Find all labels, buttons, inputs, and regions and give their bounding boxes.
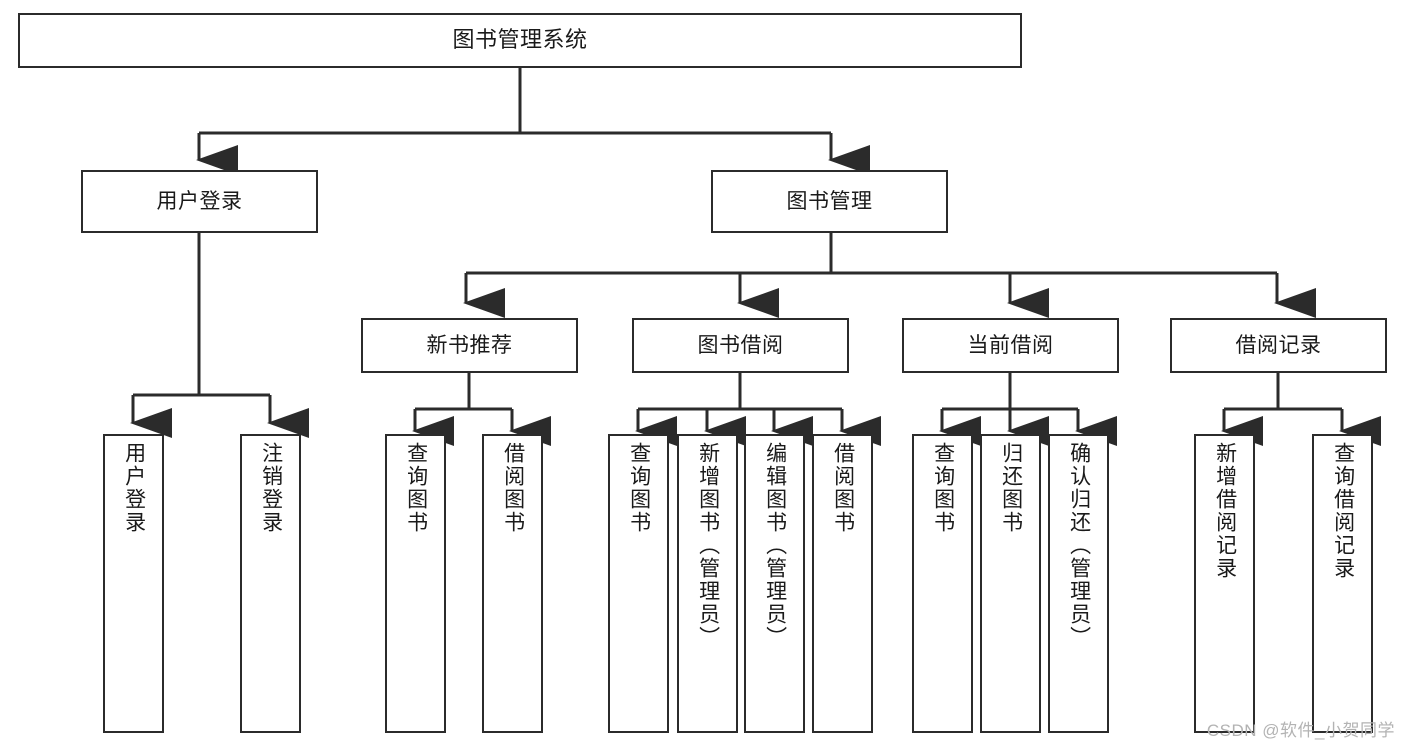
node-book-borrow[interactable]: 图书借阅 (632, 318, 849, 373)
node-label: 用户登录 (122, 442, 146, 534)
leaf-logout-login[interactable]: 注销登录 (240, 434, 301, 733)
leaf-record-query-borrow-record[interactable]: 查询借阅记录 (1312, 434, 1373, 733)
node-label: 新书推荐 (426, 333, 513, 357)
node-new-book-recommend[interactable]: 新书推荐 (361, 318, 578, 373)
node-user-login[interactable]: 用户登录 (81, 170, 318, 233)
leaf-recommend-borrow-book[interactable]: 借阅图书 (482, 434, 543, 733)
leaf-recommend-query-book[interactable]: 查询图书 (385, 434, 446, 733)
node-label: 用户登录 (156, 189, 243, 213)
node-label: 新增借阅记录 (1213, 442, 1237, 580)
node-label: 借阅记录 (1235, 333, 1322, 357)
leaf-user-login[interactable]: 用户登录 (103, 434, 164, 733)
node-label: 查询图书 (627, 442, 651, 534)
node-label: 归还图书 (999, 442, 1023, 534)
leaf-borrow-query-book[interactable]: 查询图书 (608, 434, 669, 733)
node-label: 注销登录 (259, 442, 283, 534)
leaf-record-add-borrow-record[interactable]: 新增借阅记录 (1194, 434, 1255, 733)
node-label: 图书借阅 (697, 333, 784, 357)
leaf-current-query-book[interactable]: 查询图书 (912, 434, 973, 733)
node-label: 新增图书（管理员） (696, 442, 720, 649)
node-label: 查询图书 (931, 442, 955, 534)
node-label: 图书管理系统 (452, 27, 588, 53)
node-borrow-record[interactable]: 借阅记录 (1170, 318, 1387, 373)
leaf-borrow-add-book-admin[interactable]: 新增图书（管理员） (677, 434, 738, 733)
leaf-borrow-borrow-book[interactable]: 借阅图书 (812, 434, 873, 733)
leaf-current-confirm-return-admin[interactable]: 确认归还（管理员） (1048, 434, 1109, 733)
leaf-borrow-edit-book-admin[interactable]: 编辑图书（管理员） (744, 434, 805, 733)
node-label: 图书管理 (786, 189, 873, 213)
node-label: 借阅图书 (831, 442, 855, 534)
node-label: 查询图书 (404, 442, 428, 534)
node-label: 当前借阅 (967, 333, 1054, 357)
node-label: 编辑图书（管理员） (763, 442, 787, 649)
node-label: 确认归还（管理员） (1067, 442, 1091, 649)
node-root-book-management-system[interactable]: 图书管理系统 (18, 13, 1022, 68)
node-label: 查询借阅记录 (1331, 442, 1355, 580)
leaf-current-return-book[interactable]: 归还图书 (980, 434, 1041, 733)
node-current-borrow[interactable]: 当前借阅 (902, 318, 1119, 373)
watermark-text: CSDN @软件_小贺同学 (1206, 721, 1395, 740)
node-label: 借阅图书 (501, 442, 525, 534)
node-book-management[interactable]: 图书管理 (711, 170, 948, 233)
